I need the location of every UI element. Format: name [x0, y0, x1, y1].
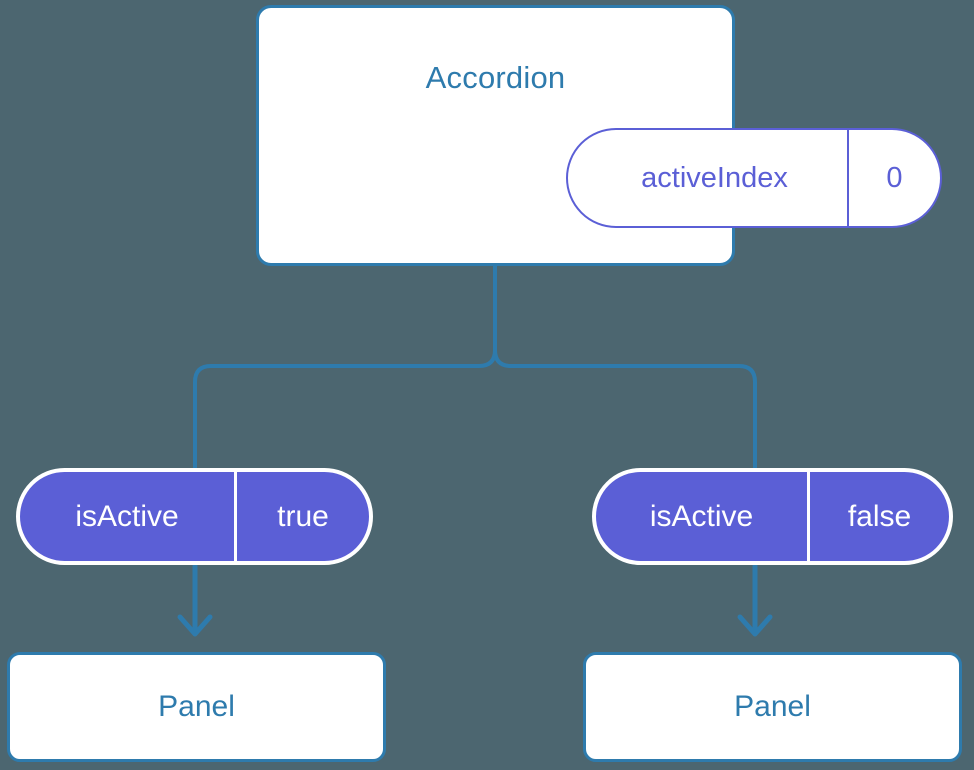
- accordion-title: Accordion: [425, 60, 566, 95]
- state-badge-key: isActive: [75, 499, 179, 533]
- state-badge-is-active-false[interactable]: isActive false: [592, 468, 953, 565]
- arrow-right-pill-to-panel: [737, 563, 773, 637]
- prop-badge-active-index[interactable]: activeIndex 0: [566, 128, 942, 228]
- connector-accordion-to-branches: [193, 263, 497, 470]
- connector-accordion-to-branch-right: [493, 263, 757, 470]
- state-badge-value: false: [807, 472, 949, 561]
- prop-badge-key: activeIndex: [641, 161, 788, 194]
- arrow-left-pill-to-panel: [177, 563, 213, 637]
- panel-title: Panel: [158, 690, 235, 723]
- panel-component-card-right[interactable]: Panel: [583, 652, 962, 762]
- accordion-component-card[interactable]: Accordion activeIndex 0: [256, 5, 942, 266]
- state-badge-is-active-true[interactable]: isActive true: [16, 468, 373, 565]
- state-badge-key: isActive: [649, 499, 754, 533]
- state-badge-value: true: [234, 472, 369, 561]
- prop-badge-value: 0: [847, 130, 940, 226]
- panel-title: Panel: [734, 690, 811, 723]
- panel-component-card-left[interactable]: Panel: [7, 652, 386, 762]
